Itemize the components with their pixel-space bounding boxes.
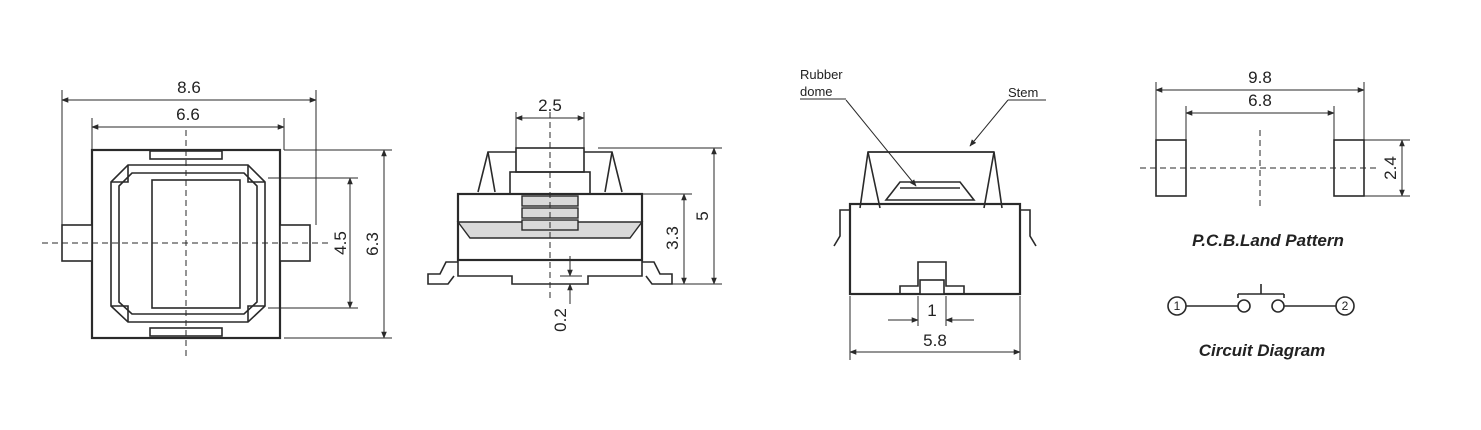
dim-side-total-height: 5 <box>693 211 712 220</box>
land-pad-right <box>1333 139 1365 197</box>
side-lead-left <box>427 261 458 285</box>
circuit-diagram: 1 2 Circuit Diagram <box>1167 284 1355 360</box>
circuit-contact-right <box>1271 299 1285 313</box>
section-view: Rubber dome Stem 1 5.8 <box>800 67 1046 360</box>
land-pattern-view: 9.8 6.8 2.4 P.C.B.Land Pattern <box>1140 68 1410 250</box>
section-contact <box>919 279 945 295</box>
circuit-pin1: 1 <box>1174 299 1181 313</box>
dim-section-slot-width: 1 <box>927 301 936 320</box>
dim-section-body-width: 5.8 <box>923 331 947 350</box>
section-clip-right <box>1020 209 1037 247</box>
side-lead-right <box>642 261 673 285</box>
circuit-title: Circuit Diagram <box>1199 341 1326 360</box>
top-plunger <box>151 179 241 309</box>
top-corner-marks <box>111 165 265 322</box>
dim-side-stem-width: 2.5 <box>538 96 562 115</box>
top-view: 8.6 6.6 4.5 6.3 <box>42 78 392 360</box>
side-view: 2.5 3.3 5 0.2 <box>427 96 722 332</box>
section-cap-inner <box>867 151 995 209</box>
side-cap-inner <box>487 151 613 193</box>
side-stem <box>515 147 585 173</box>
label-stem: Stem <box>1008 85 1038 100</box>
circuit-contact-left <box>1237 299 1251 313</box>
dim-land-pad-height: 2.4 <box>1381 156 1400 180</box>
dim-land-inner-span: 6.8 <box>1248 91 1272 110</box>
label-dome: dome <box>800 84 833 99</box>
circuit-pin2-marker <box>1335 296 1355 316</box>
dim-top-width-outer: 8.6 <box>177 78 201 97</box>
dim-side-body-height: 3.3 <box>663 226 682 250</box>
section-clip-left <box>833 209 850 247</box>
section-slot <box>899 261 965 294</box>
dim-side-standoff: 0.2 <box>551 308 570 332</box>
dim-land-outer-span: 9.8 <box>1248 68 1272 87</box>
dim-top-height-outer: 6.3 <box>363 232 382 256</box>
section-rubber-dome <box>884 181 976 201</box>
dim-top-height-inner: 4.5 <box>331 231 350 255</box>
dim-top-width-inner: 6.6 <box>176 105 200 124</box>
circuit-pin2: 2 <box>1342 299 1349 313</box>
label-rubber: Rubber <box>800 67 843 82</box>
land-pattern-title: P.C.B.Land Pattern <box>1192 231 1344 250</box>
